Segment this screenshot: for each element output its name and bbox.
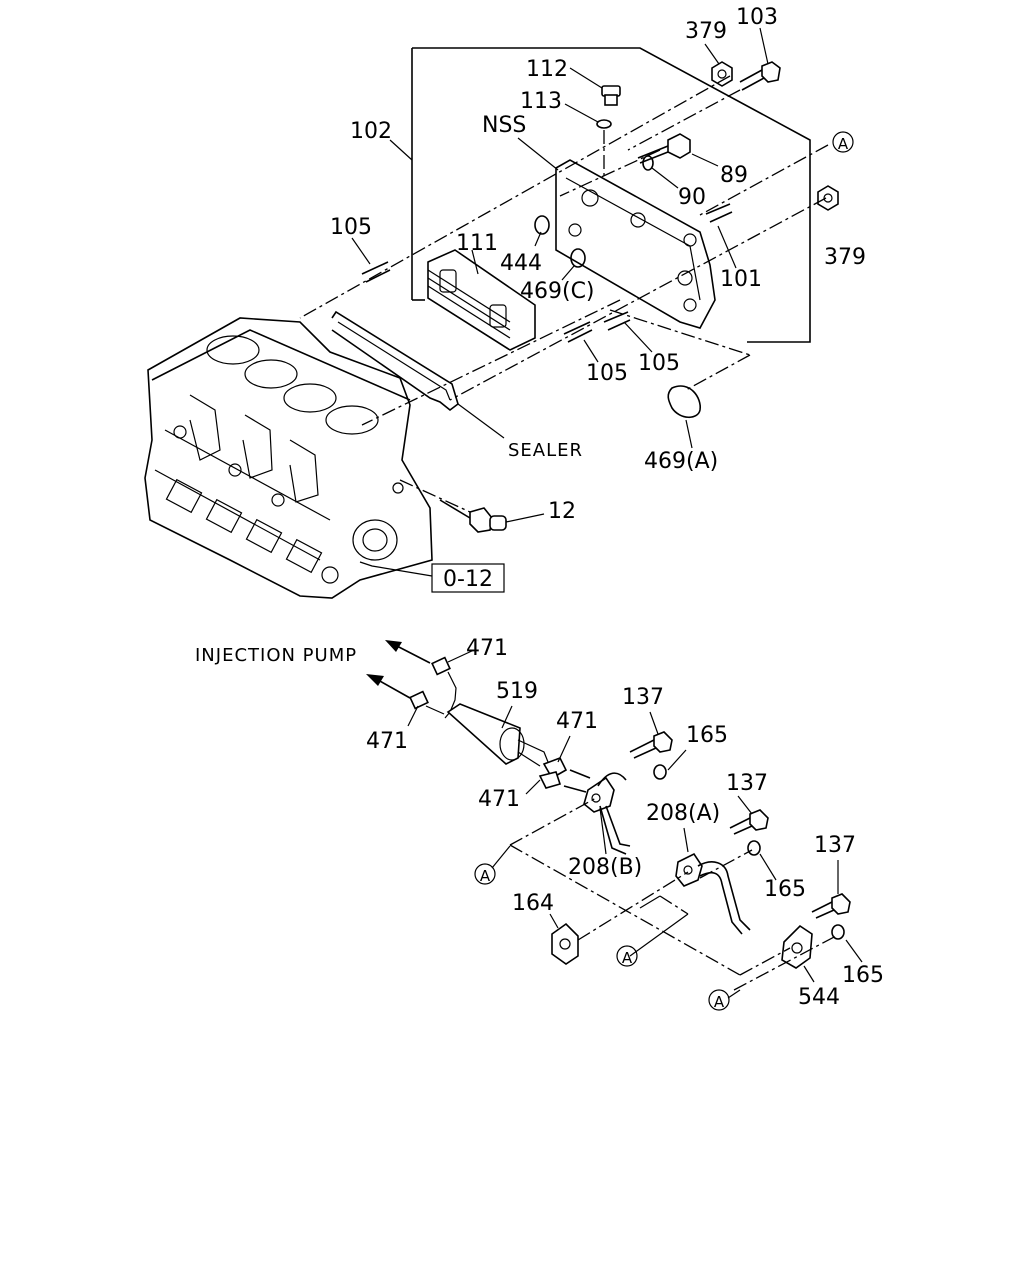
callout-164: 164: [512, 891, 554, 916]
leader-lines: [407, 649, 863, 999]
callout-471: 471: [478, 787, 520, 812]
washer: [642, 155, 654, 171]
callout-105: 105: [586, 361, 628, 386]
connector-mark-a: A: [708, 989, 730, 1011]
oil-hose: [425, 671, 549, 767]
callout-471: 471: [366, 729, 408, 754]
callout-90: 90: [678, 185, 706, 210]
hose-clip: [538, 771, 562, 789]
bolt: [729, 809, 769, 835]
callout-12: 12: [548, 499, 576, 524]
callout-137: 137: [726, 771, 768, 796]
bolt: [739, 61, 781, 91]
callout-444: 444: [500, 251, 542, 276]
callout-208b: 208(B): [568, 855, 642, 880]
callout-101: 101: [720, 267, 762, 292]
connector-mark-a: A: [474, 863, 496, 885]
callout-112: 112: [526, 57, 568, 82]
callout-111: 111: [456, 231, 498, 256]
o-ring: [596, 119, 612, 129]
callout-105: 105: [638, 351, 680, 376]
leader-lines: [351, 27, 769, 577]
callout-165: 165: [686, 723, 728, 748]
callout-469c: 469(C): [520, 279, 595, 304]
oil-cooler-element: [427, 249, 536, 351]
oil-pipe-a: [675, 852, 751, 935]
callout-137: 137: [622, 685, 664, 710]
callout-208a: 208(A): [646, 801, 720, 826]
callout-469a: 469(A): [644, 449, 718, 474]
callout-105: 105: [330, 215, 372, 240]
connector-mark-label: A: [480, 867, 491, 885]
o-ring: [667, 385, 701, 419]
oil-pipe-b: [583, 772, 631, 855]
connector-mark-a: A: [616, 945, 638, 967]
direction-arrow: [385, 640, 431, 664]
bolt: [637, 133, 691, 164]
nut-hole: [823, 193, 833, 203]
oil-cooler-cover: [555, 159, 716, 329]
sealer-label: SEALER: [508, 440, 583, 461]
gasket: [781, 924, 813, 969]
injection-pump-label: INJECTION PUMP: [195, 645, 357, 666]
callout-nss: NSS: [482, 113, 526, 138]
direction-arrow: [366, 674, 411, 699]
bolt: [629, 731, 673, 759]
callout-103: 103: [736, 5, 778, 30]
callout-471: 471: [556, 709, 598, 734]
callout-165: 165: [764, 877, 806, 902]
callout-471: 471: [466, 636, 508, 661]
washer: [831, 924, 845, 940]
callout-519: 519: [496, 679, 538, 704]
o-ring: [570, 248, 586, 268]
callout-379: 379: [685, 19, 727, 44]
callout-165: 165: [842, 963, 884, 988]
callout-379: 379: [824, 245, 866, 270]
nut: [817, 185, 839, 211]
connector-mark-label: A: [838, 135, 849, 153]
oil-cooler-group-bracket: [389, 47, 811, 343]
gasket: [551, 922, 579, 965]
assembly-guide-lines: [509, 797, 837, 991]
hose-clip: [431, 656, 451, 676]
callout-544: 544: [798, 985, 840, 1010]
nut-hole: [717, 69, 727, 79]
sealer-gasket: [331, 310, 459, 412]
connector-mark-label: A: [622, 949, 633, 967]
stud: [361, 261, 391, 283]
assembly-guide-lines: [299, 75, 829, 513]
washer: [747, 840, 761, 856]
fitting: [439, 499, 507, 533]
drain-plug: [601, 85, 621, 106]
hose-clip: [409, 690, 429, 710]
callout-89: 89: [720, 163, 748, 188]
washer: [653, 764, 667, 780]
reference-label: 0-12: [443, 567, 493, 592]
connector-mark-a: A: [832, 131, 854, 153]
callout-113: 113: [520, 89, 562, 114]
nut: [711, 61, 733, 87]
stud: [563, 769, 591, 793]
callout-102: 102: [350, 119, 392, 144]
reference-box: 0-12: [431, 563, 505, 593]
stud: [705, 203, 733, 223]
bolt: [811, 893, 851, 919]
connector-mark-label: A: [714, 993, 725, 1011]
o-ring: [534, 215, 550, 235]
cylinder-block: [144, 317, 433, 599]
callout-137: 137: [814, 833, 856, 858]
stud: [563, 321, 593, 343]
stud: [603, 311, 631, 331]
